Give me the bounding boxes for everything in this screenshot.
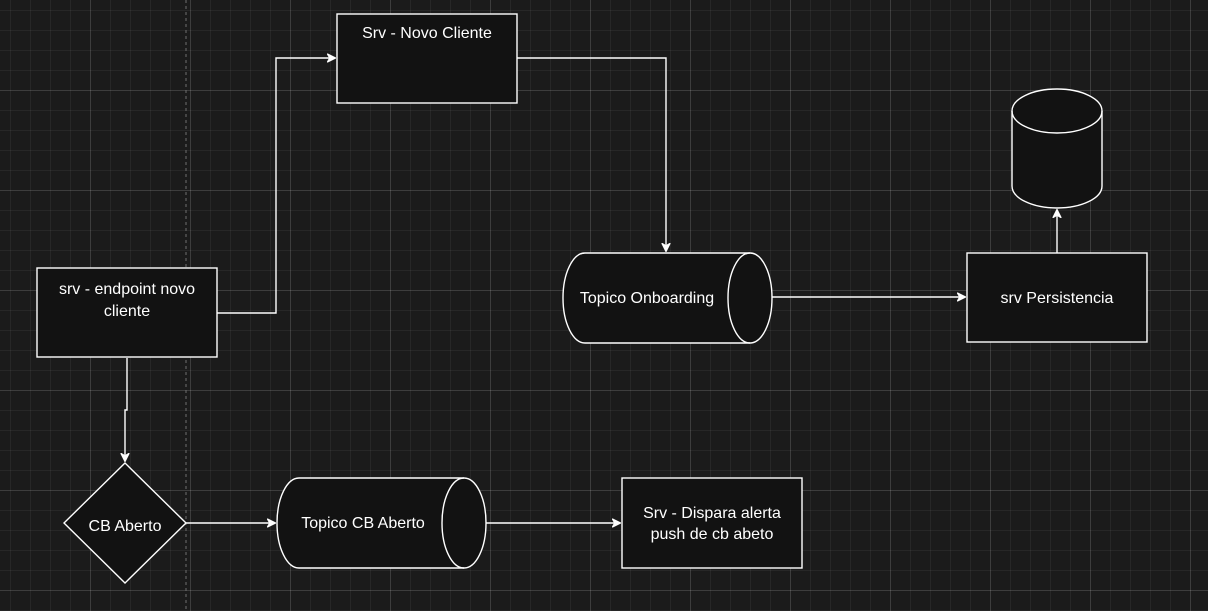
topico-cb-aberto-node[interactable]: Topico CB Aberto xyxy=(276,477,487,569)
srv-dispara-alerta-label-line-2: push de cb abeto xyxy=(651,526,774,543)
edge-endpoint-to-novo-cliente[interactable] xyxy=(217,58,335,314)
srv-persistencia-node[interactable]: srv Persistencia xyxy=(966,252,1148,343)
edge-endpoint-to-cb-aberto[interactable] xyxy=(125,358,127,461)
database-node[interactable] xyxy=(1011,88,1103,209)
srv-novo-cliente-label: Srv - Novo Cliente xyxy=(362,25,492,42)
srv-endpoint-label-line-1: srv - endpoint novo xyxy=(59,281,195,298)
srv-novo-cliente-node[interactable]: Srv - Novo Cliente xyxy=(336,13,518,104)
edge-novo-cliente-to-topico-onboarding[interactable] xyxy=(517,57,666,251)
topico-onboarding-node[interactable]: Topico Onboarding xyxy=(562,252,773,344)
topico-onboarding-label: Topico Onboarding xyxy=(580,290,714,307)
topico-cb-aberto-label: Topico CB Aberto xyxy=(301,515,425,532)
srv-endpoint-label-line-2: cliente xyxy=(104,303,150,320)
srv-dispara-alerta-label-line-1: Srv - Dispara alerta xyxy=(643,505,781,522)
srv-dispara-alerta-node[interactable]: Srv - Dispara alerta push de cb abeto xyxy=(621,477,803,569)
srv-endpoint-node[interactable]: srv - endpoint novo cliente xyxy=(36,267,218,358)
cb-aberto-label: CB Aberto xyxy=(89,518,162,535)
srv-persistencia-label: srv Persistencia xyxy=(1001,290,1114,307)
cb-aberto-node[interactable]: CB Aberto xyxy=(63,462,187,584)
